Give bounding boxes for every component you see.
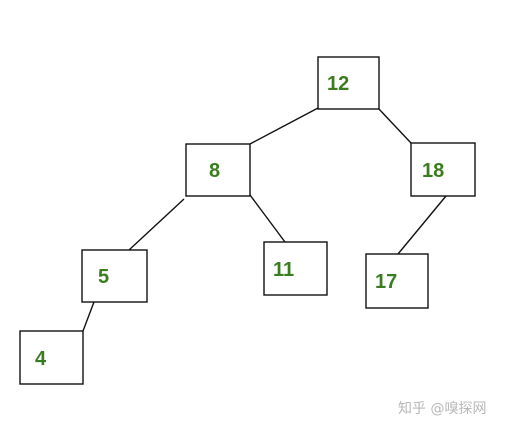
edge-18-17 — [397, 195, 447, 255]
node-label: 4 — [35, 348, 47, 370]
node-label: 12 — [327, 73, 349, 95]
tree-node-12: 12 — [317, 56, 380, 110]
node-label: 17 — [375, 271, 397, 293]
node-box — [81, 249, 148, 303]
node-label: 11 — [273, 259, 294, 281]
node-label: 5 — [98, 266, 109, 288]
node-box — [185, 143, 251, 197]
tree-node-18: 18 — [410, 142, 476, 197]
edge-8-5 — [128, 198, 185, 251]
tree-node-17: 17 — [365, 253, 429, 309]
node-box — [263, 241, 328, 296]
node-box — [365, 253, 429, 309]
edge-12-8 — [249, 107, 319, 145]
edge-5-4 — [82, 301, 95, 332]
edge-8-11 — [249, 194, 286, 243]
edges-layer — [82, 107, 447, 332]
tree-node-4: 4 — [19, 330, 84, 385]
node-label: 18 — [422, 160, 444, 182]
node-box — [410, 142, 476, 197]
edge-12-18 — [377, 107, 412, 144]
node-label: 8 — [209, 160, 220, 182]
tree-node-11: 11 — [263, 241, 328, 296]
watermark: 知乎 @嗅探网 — [398, 400, 486, 417]
node-box — [19, 330, 84, 385]
node-box — [317, 56, 380, 110]
tree-node-5: 5 — [81, 249, 148, 303]
tree-node-8: 8 — [185, 143, 251, 197]
